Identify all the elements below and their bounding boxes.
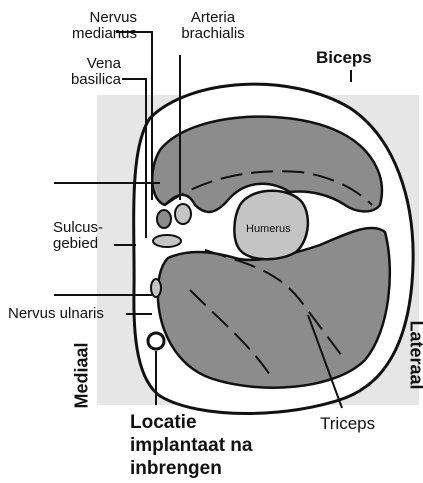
label-nervus-medianus: Nervus medianus [72,10,137,42]
nervus-medianus-shape [157,210,171,228]
nervus-ulnaris-shape [151,279,161,297]
label-arteria-brachialis: Arteria brachialis [171,10,255,42]
label-lateraal: Lateraal [406,321,423,411]
label-triceps: Triceps [320,416,375,432]
label-mediaal: Mediaal [72,329,93,409]
arteria-brachialis-shape [175,204,191,224]
label-humerus: Humerus [246,223,291,235]
label-biceps: Biceps [316,50,372,66]
label-vena-basilica: Vena basilica [71,56,121,88]
implant-marker [148,333,164,349]
label-implantaat: Locatie implantaat na inbrengen [130,411,252,480]
label-sulcus: Sulcus- gebied [53,220,103,252]
label-nervus-ulnaris: Nervus ulnaris [8,306,104,322]
vena-basilica-shape [153,235,181,247]
